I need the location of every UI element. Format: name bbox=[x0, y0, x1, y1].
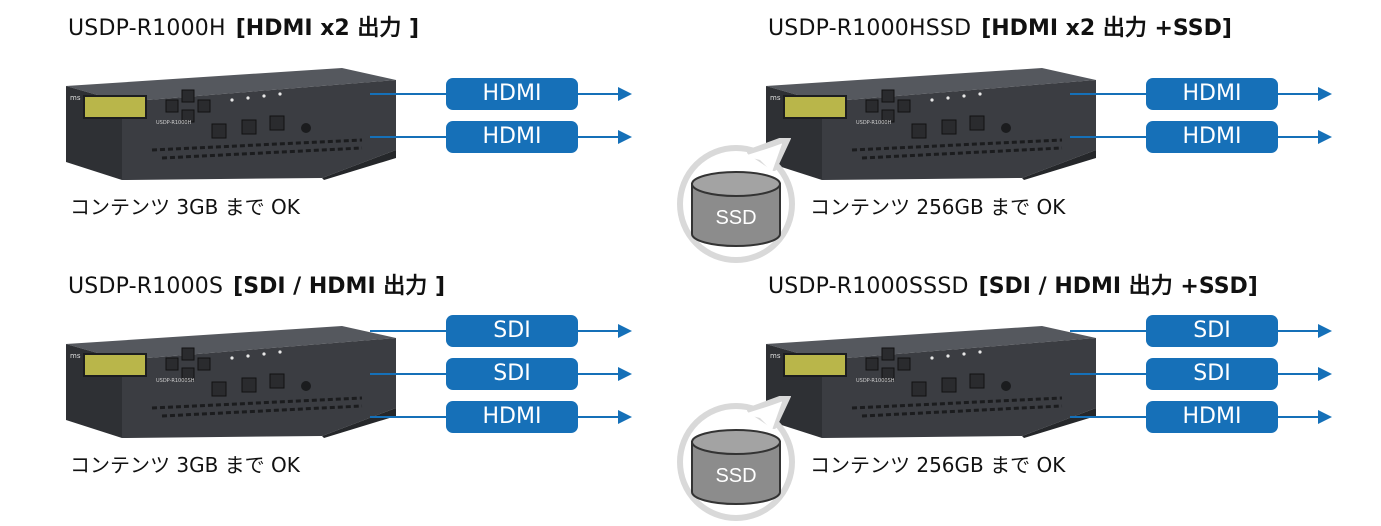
ssd-icon: SSD bbox=[677, 135, 795, 263]
output-line bbox=[578, 373, 620, 375]
arrow-right-icon bbox=[618, 410, 632, 424]
output-label: HDMI bbox=[1146, 121, 1278, 153]
arrow-right-icon bbox=[618, 87, 632, 101]
ssd-label: SSD bbox=[715, 207, 756, 229]
arrow-right-icon bbox=[1318, 367, 1332, 381]
panel-title: USDP-R1000S [SDI / HDMI 出力 ] bbox=[68, 268, 445, 300]
arrow-right-icon bbox=[1318, 87, 1332, 101]
output-line bbox=[1278, 93, 1320, 95]
ssd-bubble: SSD bbox=[674, 135, 804, 264]
device-model-label: USDP-R1000SH bbox=[156, 378, 195, 384]
model-name: USDP-R1000HSSD bbox=[768, 16, 972, 41]
output-line bbox=[370, 330, 446, 332]
model-name: USDP-R1000H bbox=[68, 16, 226, 41]
output-line bbox=[370, 416, 446, 418]
capacity-caption: コンテンツ 3GB まで OK bbox=[70, 453, 300, 477]
arrow-right-icon bbox=[618, 367, 632, 381]
ssd-icon: SSD bbox=[677, 393, 795, 521]
output-line bbox=[1278, 373, 1320, 375]
output-label: SDI bbox=[1146, 315, 1278, 347]
output-line bbox=[1070, 330, 1146, 332]
output-line bbox=[1278, 416, 1320, 418]
output-line bbox=[1278, 136, 1320, 138]
output-line bbox=[578, 136, 620, 138]
model-spec: [HDMI x2 出力 +SSD] bbox=[981, 16, 1232, 41]
output-connector: SDI bbox=[1070, 358, 1340, 390]
model-spec: [SDI / HDMI 出力 ] bbox=[233, 274, 445, 299]
output-line bbox=[370, 93, 446, 95]
brand-logo: ms bbox=[770, 352, 781, 360]
ssd-bubble: SSD bbox=[674, 393, 804, 522]
output-line bbox=[1070, 136, 1146, 138]
output-connector: SDI bbox=[370, 315, 640, 347]
output-label: HDMI bbox=[446, 78, 578, 110]
panel-title: USDP-R1000H [HDMI x2 出力 ] bbox=[68, 10, 419, 42]
model-name: USDP-R1000S bbox=[68, 274, 224, 299]
ssd-label: SSD bbox=[715, 465, 756, 487]
panel-title: USDP-R1000SSSD [SDI / HDMI 出力 +SSD] bbox=[768, 268, 1258, 300]
output-line bbox=[370, 136, 446, 138]
output-connector: HDMI bbox=[370, 401, 640, 433]
model-spec: [HDMI x2 出力 ] bbox=[235, 16, 420, 41]
output-label: HDMI bbox=[1146, 401, 1278, 433]
arrow-right-icon bbox=[618, 324, 632, 338]
output-connector: SDI bbox=[370, 358, 640, 390]
brand-logo: ms bbox=[70, 352, 81, 360]
device-model-label: USDP-R1000H bbox=[156, 120, 192, 126]
output-connector: HDMI bbox=[370, 121, 640, 153]
capacity-caption: コンテンツ 256GB まで OK bbox=[810, 195, 1066, 219]
device-model-label: USDP-R1000SH bbox=[856, 378, 895, 384]
brand-logo: ms bbox=[70, 94, 81, 102]
output-connector: HDMI bbox=[1070, 78, 1340, 110]
output-line bbox=[1070, 93, 1146, 95]
output-line bbox=[1070, 416, 1146, 418]
arrow-right-icon bbox=[1318, 324, 1332, 338]
output-line bbox=[1070, 373, 1146, 375]
capacity-caption: コンテンツ 3GB まで OK bbox=[70, 195, 300, 219]
device-model-label: USDP-R1000H bbox=[856, 120, 892, 126]
output-line bbox=[578, 330, 620, 332]
output-line bbox=[1278, 330, 1320, 332]
output-label: SDI bbox=[446, 315, 578, 347]
output-connector: SDI bbox=[1070, 315, 1340, 347]
output-label: HDMI bbox=[446, 121, 578, 153]
capacity-caption: コンテンツ 256GB まで OK bbox=[810, 453, 1066, 477]
output-line bbox=[370, 373, 446, 375]
output-label: SDI bbox=[446, 358, 578, 390]
output-connector: HDMI bbox=[1070, 401, 1340, 433]
arrow-right-icon bbox=[1318, 410, 1332, 424]
arrow-right-icon bbox=[1318, 130, 1332, 144]
arrow-right-icon bbox=[618, 130, 632, 144]
brand-logo: ms bbox=[770, 94, 781, 102]
model-spec: [SDI / HDMI 出力 +SSD] bbox=[978, 274, 1258, 299]
output-connector: HDMI bbox=[370, 78, 640, 110]
panel-title: USDP-R1000HSSD [HDMI x2 出力 +SSD] bbox=[768, 10, 1232, 42]
output-label: SDI bbox=[1146, 358, 1278, 390]
output-label: HDMI bbox=[1146, 78, 1278, 110]
model-name: USDP-R1000SSSD bbox=[768, 274, 969, 299]
output-line bbox=[578, 416, 620, 418]
output-connector: HDMI bbox=[1070, 121, 1340, 153]
output-label: HDMI bbox=[446, 401, 578, 433]
output-line bbox=[578, 93, 620, 95]
